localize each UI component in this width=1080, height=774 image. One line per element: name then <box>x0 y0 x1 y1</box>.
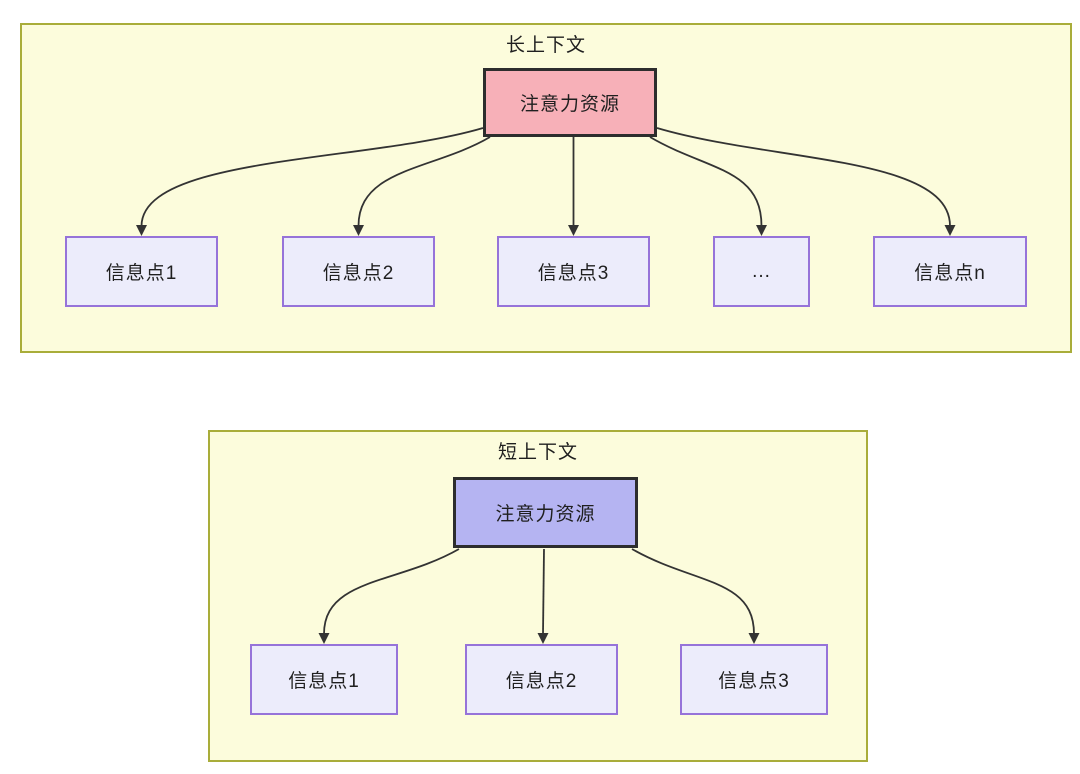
long-context-title: 长上下文 <box>505 35 586 56</box>
info-point-node: 信息点2 <box>282 236 435 307</box>
info-point-node: 信息点3 <box>497 236 650 307</box>
info-point-node: 信息点3 <box>680 644 828 715</box>
info-point-node: 信息点1 <box>65 236 218 307</box>
info-point-node-ellipsis: ... <box>713 236 810 307</box>
info-point-node: 信息点n <box>873 236 1027 307</box>
attention-resource-node-long: 注意力资源 <box>483 68 657 137</box>
short-context-title: 短上下文 <box>497 442 578 463</box>
info-point-node: 信息点1 <box>250 644 398 715</box>
info-point-node: 信息点2 <box>465 644 618 715</box>
attention-resource-node-short: 注意力资源 <box>453 477 638 548</box>
